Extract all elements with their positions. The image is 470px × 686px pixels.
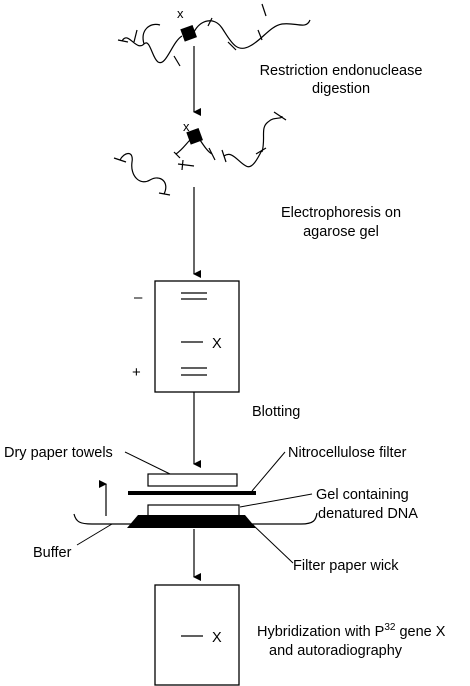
blotting-label: Blotting bbox=[252, 404, 300, 420]
gel-in-blot bbox=[147, 504, 240, 517]
dry-paper-towels-label: Dry paper towels bbox=[4, 445, 113, 461]
digestion-label-line1: Restriction endonuclease bbox=[260, 63, 423, 79]
callout-nitrocellulose bbox=[251, 451, 286, 492]
dna-strand-left bbox=[121, 35, 183, 64]
cut-site-5 bbox=[227, 41, 237, 51]
dna-strand-middle bbox=[193, 19, 311, 49]
hybridization-label-line1: Hybridization with P32 gene X bbox=[257, 622, 446, 640]
callout-towels bbox=[124, 451, 171, 475]
callout-buffer bbox=[76, 523, 113, 546]
fragment-right bbox=[261, 115, 283, 153]
gel-containing-label-line2: denatured DNA bbox=[318, 506, 418, 522]
nitrocellulose-filter-label: Nitrocellulose filter bbox=[288, 445, 407, 461]
agarose-gel bbox=[154, 280, 240, 393]
fragment-middle bbox=[223, 149, 263, 168]
cut-site-6 bbox=[257, 29, 263, 41]
autoradiograph-x-label: X bbox=[212, 630, 222, 646]
fragment-small-top bbox=[177, 163, 195, 167]
fragment-x-arm-right bbox=[199, 139, 213, 155]
electrophoresis-label-line2: agarose gel bbox=[303, 224, 379, 240]
buffer-label: Buffer bbox=[33, 545, 72, 561]
fragment-middle-end-2 bbox=[255, 147, 267, 155]
fragment-left-end-1 bbox=[113, 157, 127, 163]
gene-x-marker-top: x bbox=[177, 6, 184, 21]
gene-x-fragment-block bbox=[186, 127, 203, 145]
autoradiograph bbox=[154, 584, 240, 686]
cut-site-3 bbox=[173, 55, 181, 67]
hybridization-prefix: Hybridization with P bbox=[257, 624, 384, 640]
fragment-x-arm-left bbox=[175, 139, 191, 155]
fragment-left bbox=[119, 152, 167, 195]
filter-paper-wick bbox=[127, 515, 256, 528]
dry-paper-towels bbox=[147, 473, 238, 487]
fragment-left-end-2 bbox=[158, 192, 171, 196]
nitrocellulose-filter bbox=[128, 491, 256, 495]
cut-site-1 bbox=[117, 39, 129, 43]
fragment-middle-end-1 bbox=[221, 149, 227, 163]
filter-paper-wick-label: Filter paper wick bbox=[293, 558, 399, 574]
hybridization-suffix: gene X bbox=[395, 624, 445, 640]
callout-wick bbox=[251, 523, 294, 564]
buffer-tray bbox=[73, 512, 318, 525]
hybridization-label-line2: and autoradiography bbox=[269, 643, 403, 659]
negative-electrode: – bbox=[134, 289, 143, 306]
dna-strand-left-tail bbox=[142, 23, 161, 45]
digested-fragments bbox=[113, 111, 287, 196]
fragment-x-end-right bbox=[208, 147, 216, 161]
blot-callouts bbox=[76, 451, 313, 564]
cut-site-4 bbox=[207, 17, 213, 27]
electrophoresis-label-line1: Electrophoresis on bbox=[281, 205, 401, 221]
cut-site-7 bbox=[261, 3, 267, 17]
positive-electrode: + bbox=[132, 364, 141, 381]
digestion-label-line2: digestion bbox=[312, 81, 370, 97]
fragment-right-end bbox=[273, 111, 287, 121]
callout-gel bbox=[239, 493, 313, 508]
gel-containing-label-line1: Gel containing bbox=[316, 487, 409, 503]
intact-dna bbox=[117, 3, 311, 67]
cut-site-2 bbox=[133, 29, 138, 43]
fragment-x-end-left bbox=[173, 151, 181, 159]
gel-x-label: X bbox=[212, 336, 222, 352]
fragment-small-cut bbox=[181, 159, 184, 171]
gene-x-block bbox=[180, 24, 197, 42]
hybridization-superscript: 32 bbox=[384, 622, 396, 633]
gene-x-marker-fragment: x bbox=[183, 119, 190, 134]
